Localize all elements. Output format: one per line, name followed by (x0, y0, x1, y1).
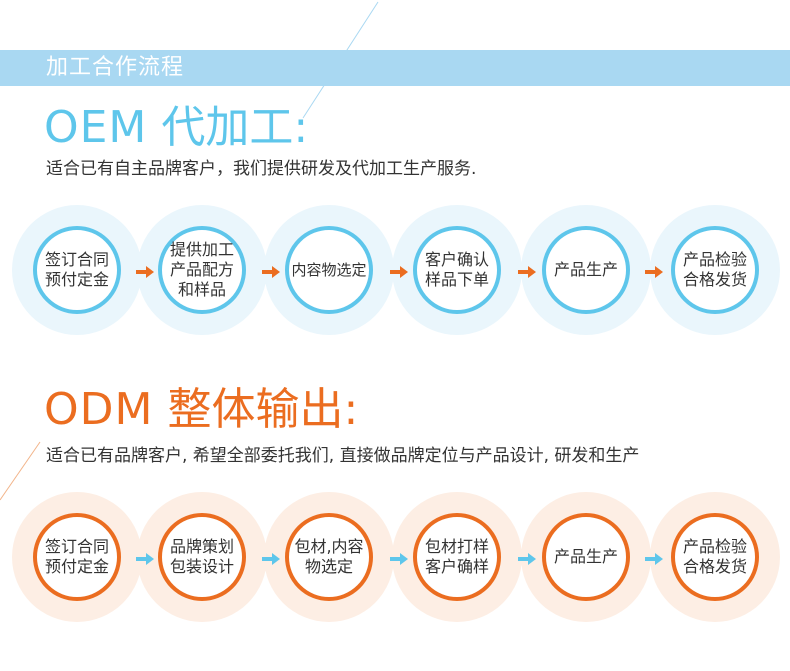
odm-step-5: 产品生产 (542, 513, 630, 601)
odm-step-5-label: 产品生产 (553, 547, 618, 566)
oem-arrow-right-icon (518, 266, 536, 278)
oem-description: 适合已有自主品牌客户，我们提供研发及代加工生产服务. (46, 159, 477, 179)
oem-step-2-label: 提供加工 产品配方 和样品 (169, 240, 234, 299)
odm-title-latin: ODM (44, 384, 154, 435)
odm-step-6-label: 产品检验 合格发货 (682, 537, 747, 576)
oem-process-row: 签订合同 预付定金 提供加工 产品配方 和样品 内容物选定 客户确认 样品下单 … (0, 205, 790, 335)
oem-step-3-label: 内容物选定 (291, 261, 367, 279)
oem-step-2: 提供加工 产品配方 和样品 (158, 226, 246, 314)
oem-title: OEM 代加工: (44, 102, 308, 154)
oem-step-4: 客户确认 样品下单 (413, 226, 501, 314)
odm-step-1-label: 签订合同 预付定金 (44, 537, 109, 576)
odm-step-3: 包材,内容 物选定 (285, 513, 373, 601)
odm-step-2-label: 品牌策划 包装设计 (169, 537, 234, 576)
oem-step-1-label: 签订合同 预付定金 (44, 250, 109, 289)
odm-description: 适合已有品牌客户, 希望全部委托我们, 直接做品牌定位与产品设计, 研发和生产 (46, 446, 640, 466)
odm-step-4-label: 包材打样 客户确样 (424, 537, 489, 576)
odm-arrow-right-icon (136, 553, 154, 565)
oem-arrow-right-icon (390, 266, 408, 278)
odm-process-row: 签订合同 预付定金 品牌策划 包装设计 包材,内容 物选定 包材打样 客户确样 … (0, 492, 790, 622)
oem-step-6: 产品检验 合格发货 (671, 226, 759, 314)
diagonal-line-bottom (0, 441, 41, 501)
oem-arrow-right-icon (136, 266, 154, 278)
oem-step-5-label: 产品生产 (553, 260, 618, 279)
oem-title-cjk: 代加工: (161, 102, 309, 153)
odm-arrow-right-icon (262, 553, 280, 565)
oem-step-3: 内容物选定 (285, 226, 373, 314)
section-header-band (0, 50, 790, 86)
odm-title-cjk: 整体输出: (167, 384, 359, 435)
oem-arrow-right-icon (262, 266, 280, 278)
oem-step-4-label: 客户确认 样品下单 (424, 250, 489, 289)
diagonal-line-top (302, 1, 379, 119)
odm-arrow-right-icon (518, 553, 536, 565)
oem-step-5: 产品生产 (542, 226, 630, 314)
oem-arrow-right-icon (645, 266, 663, 278)
odm-step-1: 签订合同 预付定金 (33, 513, 121, 601)
odm-arrow-right-icon (645, 553, 663, 565)
oem-title-latin: OEM (44, 102, 148, 153)
odm-title: ODM 整体输出: (44, 384, 358, 436)
odm-step-4: 包材打样 客户确样 (413, 513, 501, 601)
odm-step-6: 产品检验 合格发货 (671, 513, 759, 601)
section-header-title: 加工合作流程 (46, 55, 185, 80)
oem-step-1: 签订合同 预付定金 (33, 226, 121, 314)
odm-step-3-label: 包材,内容 物选定 (294, 537, 364, 576)
oem-step-6-label: 产品检验 合格发货 (682, 250, 747, 289)
odm-arrow-right-icon (390, 553, 408, 565)
odm-step-2: 品牌策划 包装设计 (158, 513, 246, 601)
